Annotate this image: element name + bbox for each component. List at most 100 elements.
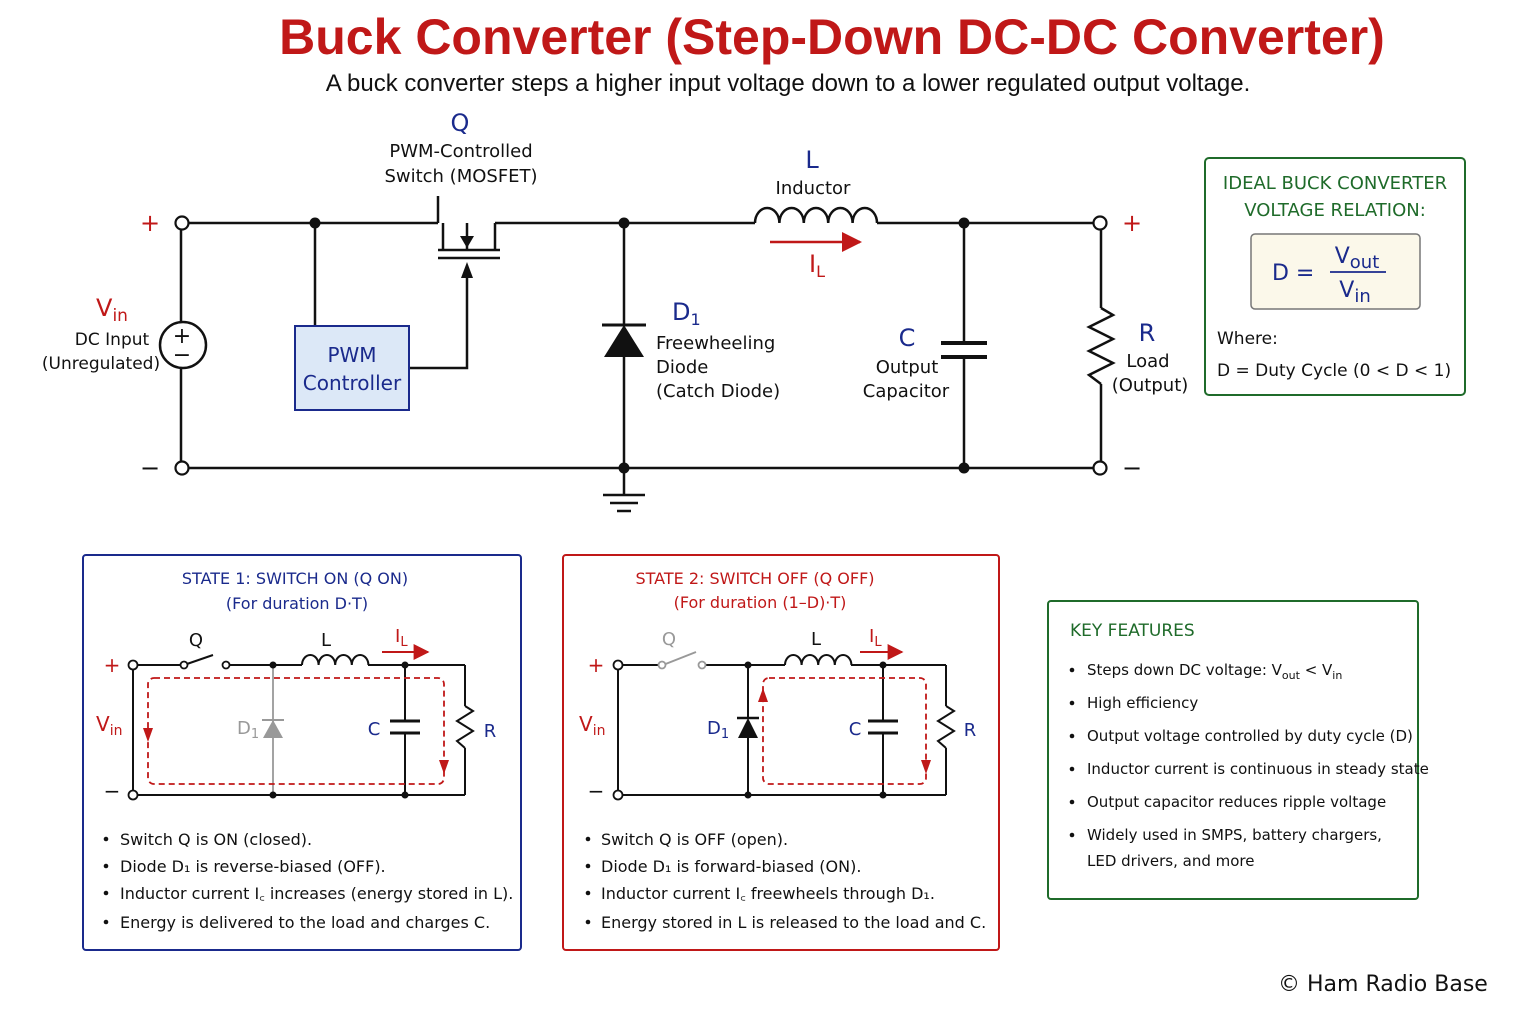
mosfet-arrow-icon xyxy=(460,236,474,248)
input-minus-sign: − xyxy=(140,454,160,482)
page-title: Buck Converter (Step-Down DC-DC Converte… xyxy=(279,9,1385,65)
pwm-label-line1: PWM xyxy=(327,343,376,367)
state2-bullet-2: Diode D₁ is forward-biased (ON). xyxy=(601,857,861,876)
relation-where: Where: xyxy=(1217,329,1278,349)
features-list: Steps down DC voltage: Vout < Vin High e… xyxy=(1069,661,1429,870)
c-desc-line2: Capacitor xyxy=(863,381,950,402)
state2-q-label: Q xyxy=(662,629,676,650)
r-desc-line2: (Output) xyxy=(1112,375,1189,396)
pwm-label-line2: Controller xyxy=(303,371,402,395)
state2-terminals xyxy=(612,659,707,801)
resistor-symbol xyxy=(1086,306,1116,385)
state1-junctions xyxy=(269,661,409,799)
state2-l-label: L xyxy=(811,629,821,650)
state1-q-label: Q xyxy=(189,630,203,651)
state2-bullet-3: Inductor current I꜀ freewheels through D… xyxy=(601,884,935,903)
l-label: L xyxy=(805,146,819,174)
state2-bullet-4: Energy stored in L is released to the lo… xyxy=(601,913,986,932)
state1-minus: − xyxy=(104,779,121,803)
state2-cap-symbol xyxy=(868,719,898,735)
state1-r-label: R xyxy=(484,721,497,742)
state1-circuit xyxy=(132,654,475,796)
state2-title: STATE 2: SWITCH OFF (Q OFF) xyxy=(635,569,874,588)
feature-1: Steps down DC voltage: Vout < Vin xyxy=(1087,661,1342,682)
c-desc-line1: Output xyxy=(876,357,939,378)
page-subtitle: A buck converter steps a higher input vo… xyxy=(325,70,1251,97)
d1-desc-line2: Diode xyxy=(656,357,708,378)
state2-junctions xyxy=(744,661,887,799)
state1-bullet-2: Diode D₁ is reverse-biased (OFF). xyxy=(120,857,386,876)
features-panel xyxy=(1047,600,1419,900)
state1-title: STATE 1: SWITCH ON (Q ON) xyxy=(182,569,408,588)
r-label: R xyxy=(1139,319,1156,347)
feature-5: Output capacitor reduces ripple voltage xyxy=(1087,793,1386,811)
vin-label: Vin xyxy=(96,294,128,326)
source-minus: − xyxy=(173,343,191,368)
output-plus-sign: + xyxy=(1122,209,1142,237)
state1-d1-label: D1 xyxy=(237,718,259,742)
state1-loop-arrow-left xyxy=(143,728,153,742)
feature-6-line2: LED drivers, and more xyxy=(1087,852,1254,870)
relation-heading-line2: VOLTAGE RELATION: xyxy=(1244,200,1426,221)
state2-il-label: IL xyxy=(869,626,882,650)
diode-symbol xyxy=(604,325,644,357)
state2-d1-label: D1 xyxy=(707,718,729,742)
formula-lhs: D = xyxy=(1272,261,1314,286)
feature-2: High efficiency xyxy=(1087,694,1198,712)
gate-arrow-icon xyxy=(461,262,473,278)
junction-dots xyxy=(309,217,970,474)
state2-open-switch xyxy=(662,651,697,666)
feature-6-line1: Widely used in SMPS, battery chargers, xyxy=(1087,826,1382,844)
formula-denominator: Vin xyxy=(1339,278,1370,307)
d1-desc-line1: Freewheeling xyxy=(656,333,775,354)
state1-plus: + xyxy=(104,653,121,677)
state2-minus: − xyxy=(588,779,605,803)
state1-current-loop xyxy=(147,677,445,785)
r-desc-line1: Load xyxy=(1126,351,1169,372)
state2-bullet-1: Switch Q is OFF (open). xyxy=(601,830,788,849)
terminals xyxy=(174,215,1108,476)
state1-il-label: IL xyxy=(395,626,408,650)
l-desc: Inductor xyxy=(776,178,852,199)
copyright-notice: © Ham Radio Base xyxy=(1278,972,1488,997)
state1-vin-label: Vin xyxy=(96,712,122,739)
state1-bullet-4: Energy is delivered to the load and char… xyxy=(120,913,490,932)
state1-diode-symbol xyxy=(263,720,283,738)
state2-plus: + xyxy=(588,653,605,677)
state2-loop-arrow-right xyxy=(921,760,931,774)
state1-bullets: Switch Q is ON (closed). Diode D₁ is rev… xyxy=(103,830,513,932)
state2-diode-symbol xyxy=(738,718,758,738)
vin-desc-line2: (Unregulated) xyxy=(42,354,160,374)
capacitor-symbol xyxy=(941,341,987,359)
state1-loop-arrow-right xyxy=(439,760,449,774)
q-label: Q xyxy=(451,109,470,137)
state1-terminals xyxy=(127,659,231,801)
d1-label: D1 xyxy=(672,298,701,329)
output-minus-sign: − xyxy=(1122,454,1142,482)
dc-source-symbol xyxy=(158,320,208,370)
c-label: C xyxy=(899,324,916,352)
relation-definition: D = Duty Cycle (0 < D < 1) xyxy=(1217,361,1451,381)
formula-numerator: Vout xyxy=(1335,244,1380,273)
state2-current-loop xyxy=(762,677,927,785)
state1-cap-symbol xyxy=(390,719,420,735)
state2-loop-arrow-left xyxy=(758,688,768,702)
features-heading: KEY FEATURES xyxy=(1070,621,1195,641)
input-plus-sign: + xyxy=(140,209,160,237)
q-desc-line2: Switch (MOSFET) xyxy=(384,166,537,187)
state1-c-label: C xyxy=(368,719,381,740)
state1-duration: (For duration D·T) xyxy=(226,594,368,613)
ground-symbol xyxy=(603,493,645,513)
state2-c-label: C xyxy=(849,719,862,740)
state2-r-label: R xyxy=(964,720,977,741)
il-label: IL xyxy=(809,250,825,281)
state1-panel xyxy=(82,554,522,951)
vin-desc-line1: DC Input xyxy=(75,330,150,350)
state2-vin-label: Vin xyxy=(579,712,605,739)
pwm-controller-box xyxy=(294,325,410,411)
state2-circuit xyxy=(617,654,956,796)
main-circuit xyxy=(179,196,1103,495)
state1-bullet-1: Switch Q is ON (closed). xyxy=(120,830,312,849)
d1-desc-line3: (Catch Diode) xyxy=(656,381,780,402)
feature-4: Inductor current is continuous in steady… xyxy=(1087,760,1429,778)
